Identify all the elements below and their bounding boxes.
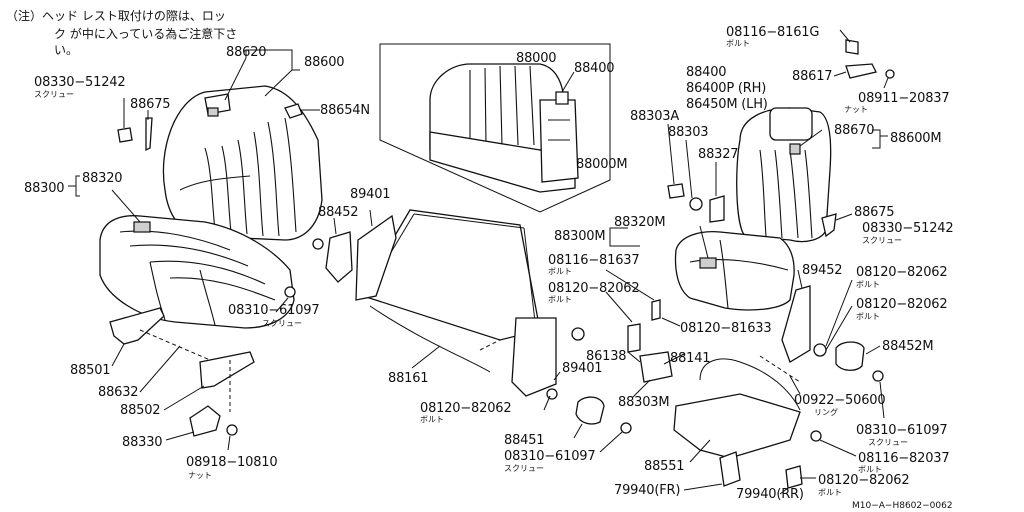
label-88675-a: 88675 xyxy=(130,97,170,112)
label-88161: 88161 xyxy=(388,371,428,386)
label-88320M: 88320M xyxy=(614,215,665,230)
label-bolt-a: ボルト xyxy=(726,39,750,48)
label-79940-fr: 79940(FR) xyxy=(614,483,680,498)
note-line-3: い。 xyxy=(54,43,78,57)
label-screw-a: スクリュー xyxy=(34,90,74,99)
label-88327: 88327 xyxy=(698,147,738,162)
label-88300M: 88300M xyxy=(554,229,605,244)
label-89401-bottom: 89401 xyxy=(562,361,602,376)
label-88000M: 88000M xyxy=(576,157,627,172)
label-nut-a: ナット xyxy=(188,471,212,480)
inset-assembly xyxy=(379,43,611,213)
label-bolt-g: ボルト xyxy=(858,465,882,474)
label-88330: 88330 xyxy=(122,435,162,450)
label-ring: リング xyxy=(814,407,838,417)
seat-frame xyxy=(355,209,557,397)
label-86450M: 86450M (LH) xyxy=(686,97,768,112)
label-88141: 88141 xyxy=(670,351,710,366)
label-88303: 88303 xyxy=(668,125,708,140)
label-08120-82062-a: 08120−82062 xyxy=(548,281,639,296)
label-08310-61097-b: 08310−61097 xyxy=(504,449,595,464)
label-88452: 88452 xyxy=(318,205,358,220)
label-08310-61097-c: 08310−61097 xyxy=(856,423,947,438)
left-small-parts xyxy=(109,103,353,437)
bench-seat-back xyxy=(162,85,323,241)
label-bolt-h: ボルト xyxy=(818,488,842,497)
label-08330-51242-b: 08330−51242 xyxy=(862,221,953,236)
label-screw-b: スクリュー xyxy=(262,319,302,328)
part-labels: 88620 88600 08330−51242 スクリュー 88675 8865… xyxy=(24,25,954,511)
label-88320: 88320 xyxy=(82,171,122,186)
note-line-2: ク が中に入っている為ご注意下さ xyxy=(54,26,237,41)
bench-seat-cushion xyxy=(99,215,295,329)
leader-lines xyxy=(68,29,889,495)
label-88452M: 88452M xyxy=(882,339,933,354)
label-88501: 88501 xyxy=(70,363,110,378)
label-08120-82062-d: 08120−82062 xyxy=(856,265,947,280)
label-86400P: 86400P (RH) xyxy=(686,81,766,96)
right-seat-back xyxy=(736,107,832,243)
label-bolt-d: ボルト xyxy=(420,415,444,424)
label-88303M: 88303M xyxy=(618,395,669,410)
label-bolt-c: ボルト xyxy=(548,295,572,304)
label-88600: 88600 xyxy=(304,55,344,70)
label-08911-20837: 08911−20837 xyxy=(858,91,949,106)
label-88502: 88502 xyxy=(120,403,160,418)
label-bolt-f: ボルト xyxy=(856,312,880,321)
note-line-1: （注）ヘッド レスト取付けの際は、ロッ xyxy=(6,8,226,23)
label-88620: 88620 xyxy=(226,45,266,60)
label-08120-82062-e: 08120−82062 xyxy=(856,297,947,312)
label-88617: 88617 xyxy=(792,69,832,84)
label-08918-10810: 08918−10810 xyxy=(186,455,277,470)
label-screw-c: スクリュー xyxy=(862,236,902,245)
label-08120-82062-f: 08120−82062 xyxy=(818,473,909,488)
label-88551: 88551 xyxy=(644,459,684,474)
label-88654N: 88654N xyxy=(320,103,370,118)
label-88300: 88300 xyxy=(24,181,64,196)
label-08310-61097-a: 08310−61097 xyxy=(228,303,319,318)
label-88400: 88400 xyxy=(686,65,726,80)
label-08116-81637: 08116−81637 xyxy=(548,253,639,268)
label-bolt-b: ボルト xyxy=(548,267,572,276)
label-08120-81633: 08120−81633 xyxy=(680,321,771,336)
label-screw-e: スクリュー xyxy=(868,438,908,447)
label-86138: 86138 xyxy=(586,349,626,364)
label-08330-51242-a: 08330−51242 xyxy=(34,75,125,90)
label-bolt-e: ボルト xyxy=(856,280,880,289)
right-small-parts xyxy=(546,39,895,489)
label-89401-top: 89401 xyxy=(350,187,390,202)
label-08116-8161G: 08116−8161G xyxy=(726,25,819,40)
label-88632: 88632 xyxy=(98,385,138,400)
label-88600M: 88600M xyxy=(890,131,941,146)
label-79940-rr: 79940(RR) xyxy=(736,487,804,502)
label-08116-82037: 08116−82037 xyxy=(858,451,949,466)
label-88400-inset: 88400 xyxy=(574,61,614,76)
label-08120-82062-c: 08120−82062 xyxy=(420,401,511,416)
label-nut-b: ナット xyxy=(844,105,868,114)
label-89452: 89452 xyxy=(802,263,842,278)
label-00922-50600: 00922−50600 xyxy=(794,393,885,408)
label-screw-d: スクリュー xyxy=(504,464,544,473)
label-88303A: 88303A xyxy=(630,109,679,124)
right-seat-cushion xyxy=(674,230,795,311)
drawing-code: M10−A−H8602−0062 xyxy=(852,501,953,511)
label-88451: 88451 xyxy=(504,433,544,448)
label-88670: 88670 xyxy=(834,123,874,138)
label-88000: 88000 xyxy=(516,51,556,66)
label-88675-b: 88675 xyxy=(854,205,894,220)
